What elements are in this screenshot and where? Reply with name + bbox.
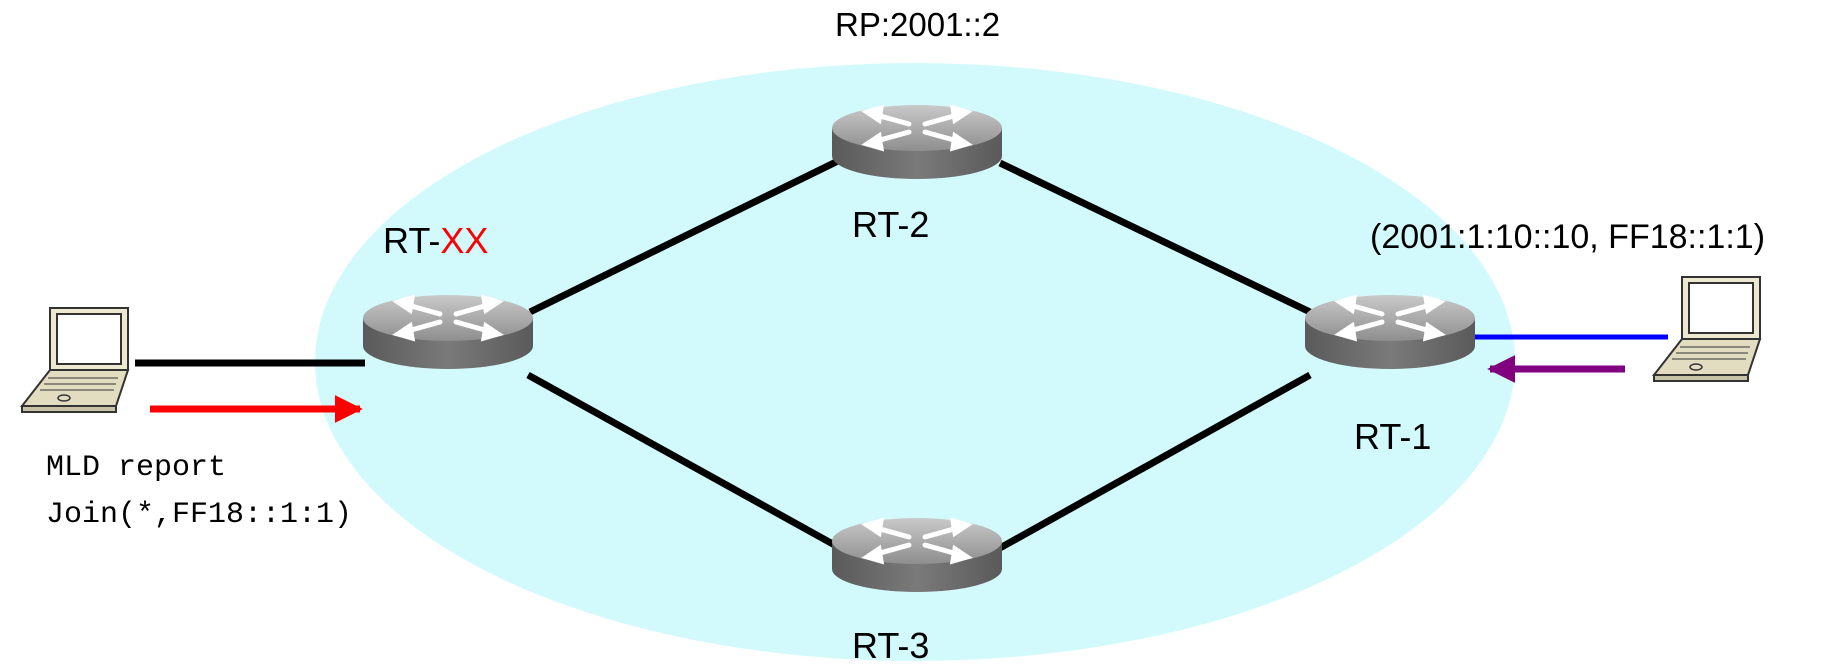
router-rt3-label: RT-3 [852, 625, 930, 666]
link-rtxx-rt2 [528, 156, 842, 316]
router-rtxx-label-prefix: RT- [383, 220, 441, 261]
router-rt1-label: RT-1 [1354, 416, 1432, 457]
pim-domain-area [315, 63, 1515, 661]
router-rt2-icon [832, 105, 1002, 179]
router-rtxx-icon [363, 295, 533, 369]
router-rtxx-label: RT-XX [383, 220, 488, 262]
router-rtxx-label-suffix: XX [440, 220, 489, 261]
router-rt2-label: RT-2 [852, 204, 930, 245]
router-rt3-icon [832, 518, 1002, 592]
rp-label: RP:2001::2 [835, 6, 1001, 43]
source-group-label: (2001:1:10::10, FF18::1:1) [1370, 218, 1766, 256]
receiver-laptop-icon [21, 307, 129, 413]
mld-join-label: Join(*,FF18::1:1) [46, 498, 353, 532]
source-laptop-icon [1653, 276, 1761, 382]
link-rtxx-rt3 [526, 371, 842, 552]
link-rt3-rt1 [998, 371, 1312, 552]
link-rt2-rt1 [998, 159, 1312, 316]
router-rt1-icon [1305, 295, 1475, 369]
mld-report-label: MLD report [46, 451, 227, 485]
